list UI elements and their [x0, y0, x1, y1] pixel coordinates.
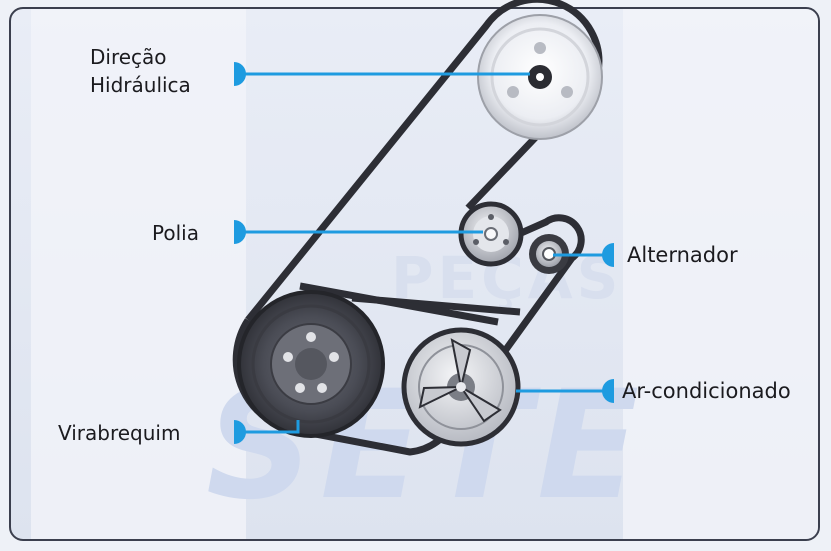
- pointer-alternador: [553, 243, 614, 267]
- pointer-direcao: [234, 62, 530, 86]
- left-background-panel: [31, 9, 246, 539]
- alternator-pulley: [529, 234, 569, 274]
- label-ar-condicionado: Ar-condicionado: [622, 379, 791, 403]
- right-background-panel: [623, 9, 818, 539]
- pointer-ar-condicionado: [516, 379, 614, 403]
- label-direcao-line1: Direção: [90, 45, 167, 69]
- pointer-virabrequim: [234, 420, 300, 444]
- label-alternador: Alternador: [627, 243, 738, 267]
- pointer-polia: [234, 220, 483, 244]
- label-polia: Polia: [152, 221, 199, 245]
- ac-compressor-pulley: [401, 327, 521, 447]
- power-steering-pulley: [477, 14, 603, 140]
- label-direcao-hidraulica: Direção Hidráulica: [60, 43, 238, 99]
- label-direcao-line2: Hidráulica: [90, 73, 191, 97]
- crankshaft-pulley: [237, 290, 385, 438]
- label-virabrequim: Virabrequim: [58, 421, 181, 445]
- idler-pulley: [458, 201, 524, 267]
